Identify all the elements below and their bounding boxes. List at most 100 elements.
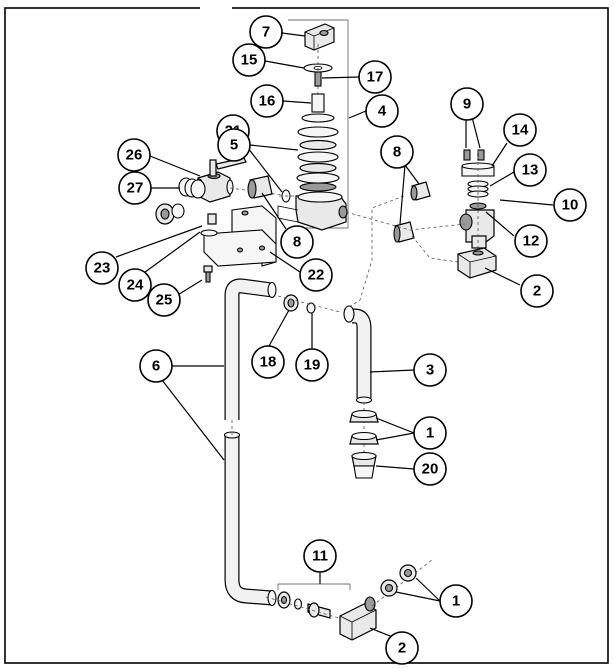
callout-24-label: 24 bbox=[127, 277, 144, 294]
callout-24: 24 bbox=[118, 268, 152, 302]
screw-right bbox=[477, 149, 485, 161]
diaphragm-stack bbox=[296, 113, 340, 192]
callout-20-label: 20 bbox=[422, 461, 439, 478]
callout-2-bottom: 2 bbox=[385, 631, 419, 665]
compression-nut bbox=[283, 294, 299, 312]
leader-lines bbox=[115, 32, 554, 641]
callout-1-middle: 1 bbox=[413, 416, 447, 450]
coupling-sleeve-left bbox=[247, 175, 273, 199]
callout-5-label: 5 bbox=[230, 137, 238, 154]
coupling-sleeve-right-bottom bbox=[393, 221, 415, 243]
callout-1-bottom-label: 1 bbox=[452, 593, 460, 610]
drain-pipe bbox=[343, 305, 373, 404]
valve-assembly bbox=[277, 19, 349, 231]
hex-nut-1 bbox=[349, 409, 379, 423]
strainer-screen bbox=[178, 177, 206, 199]
callout-26-label: 26 bbox=[126, 147, 143, 164]
callout-15: 15 bbox=[232, 43, 266, 77]
manifold-block-top bbox=[457, 247, 497, 279]
callout-22-label: 22 bbox=[308, 267, 325, 284]
callout-2-top-label: 2 bbox=[533, 283, 541, 300]
solenoid-cap bbox=[304, 23, 335, 51]
callout-2-bottom-label: 2 bbox=[398, 640, 406, 657]
callout-1-middle-label: 1 bbox=[426, 425, 434, 442]
callout-9-label: 9 bbox=[463, 96, 471, 113]
plunger bbox=[311, 93, 325, 113]
flow-dash-2 bbox=[343, 195, 405, 311]
diagram-frame bbox=[4, 7, 609, 664]
hex-nut-3 bbox=[380, 579, 398, 597]
callout-labels: 7 15 17 16 4 21 5 26 27 8 8 9 14 13 10 1… bbox=[85, 15, 587, 665]
callout-18-label: 18 bbox=[260, 354, 277, 371]
hex-nut-4 bbox=[399, 564, 417, 582]
callout-11: 11 bbox=[303, 539, 337, 573]
callout-26: 26 bbox=[117, 138, 151, 172]
callout-19-label: 19 bbox=[304, 357, 321, 374]
callout-8-left: 8 bbox=[280, 225, 314, 259]
callout-20: 20 bbox=[413, 452, 447, 486]
callout-10-label: 10 bbox=[562, 197, 579, 214]
callout-10: 10 bbox=[553, 188, 587, 222]
strainer-washer bbox=[171, 203, 185, 219]
mounting-bracket bbox=[203, 205, 277, 267]
tee-body bbox=[465, 209, 495, 243]
callout-27-label: 27 bbox=[127, 180, 144, 197]
callout-6-label: 6 bbox=[152, 358, 160, 375]
callout-27: 27 bbox=[118, 171, 152, 205]
bottom-compression-nut bbox=[277, 591, 291, 609]
bottom-adapter bbox=[307, 602, 331, 619]
ferrule bbox=[306, 302, 316, 314]
callout-25-label: 25 bbox=[156, 292, 173, 309]
callout-8-left-label: 8 bbox=[293, 234, 301, 251]
coupling-sleeve-right-top bbox=[410, 181, 431, 201]
manifold-block-bottom bbox=[339, 596, 377, 641]
callout-7-label: 7 bbox=[262, 24, 270, 41]
callout-23-label: 23 bbox=[94, 260, 111, 277]
callout-13-label: 13 bbox=[522, 162, 539, 179]
ball-valve-stem bbox=[209, 159, 217, 177]
right-valve-assembly bbox=[459, 149, 495, 256]
callout-4-label: 4 bbox=[378, 103, 387, 120]
callout-25: 25 bbox=[147, 283, 181, 317]
callout-16-label: 16 bbox=[259, 93, 276, 110]
callout-2-top: 2 bbox=[520, 274, 554, 308]
supply-pipe-lower bbox=[223, 431, 277, 607]
supply-pipe-upper bbox=[224, 278, 277, 420]
bracket-screw-top bbox=[200, 213, 218, 237]
callout-13: 13 bbox=[513, 153, 547, 187]
callout-8-right-label: 8 bbox=[393, 144, 401, 161]
flow-dash-3 bbox=[411, 235, 459, 263]
callout-16: 16 bbox=[250, 84, 284, 118]
fitting-group-bracket bbox=[277, 583, 351, 590]
callout-11-label: 11 bbox=[312, 548, 328, 565]
callout-3-label: 3 bbox=[426, 362, 434, 379]
callout-7: 7 bbox=[249, 15, 283, 49]
callout-6: 6 bbox=[139, 349, 173, 383]
callout-8-right: 8 bbox=[380, 135, 414, 169]
callout-12-label: 12 bbox=[523, 233, 540, 250]
flow-dash-1 bbox=[345, 211, 466, 231]
callout-19: 19 bbox=[295, 348, 329, 382]
callout-17: 17 bbox=[358, 60, 392, 94]
callout-14: 14 bbox=[503, 113, 537, 147]
callout-4: 4 bbox=[365, 94, 399, 128]
bottom-ferrule bbox=[293, 598, 303, 610]
bracket-screw-bottom bbox=[203, 265, 213, 283]
callout-9: 9 bbox=[450, 87, 484, 121]
callout-12: 12 bbox=[514, 224, 548, 258]
callout-17-label: 17 bbox=[367, 69, 384, 86]
drain-fitting bbox=[351, 451, 377, 479]
callout-3: 3 bbox=[413, 353, 447, 387]
callout-1-bottom: 1 bbox=[439, 584, 473, 618]
hex-nut-2 bbox=[349, 431, 379, 445]
callout-15-label: 15 bbox=[241, 52, 258, 69]
callout-14-label: 14 bbox=[512, 122, 529, 139]
callout-22: 22 bbox=[299, 258, 333, 292]
callout-5: 5 bbox=[217, 128, 251, 162]
screw-left bbox=[463, 149, 471, 161]
spring-pin bbox=[314, 71, 322, 87]
callout-18: 18 bbox=[251, 345, 285, 379]
callout-23: 23 bbox=[85, 251, 119, 285]
